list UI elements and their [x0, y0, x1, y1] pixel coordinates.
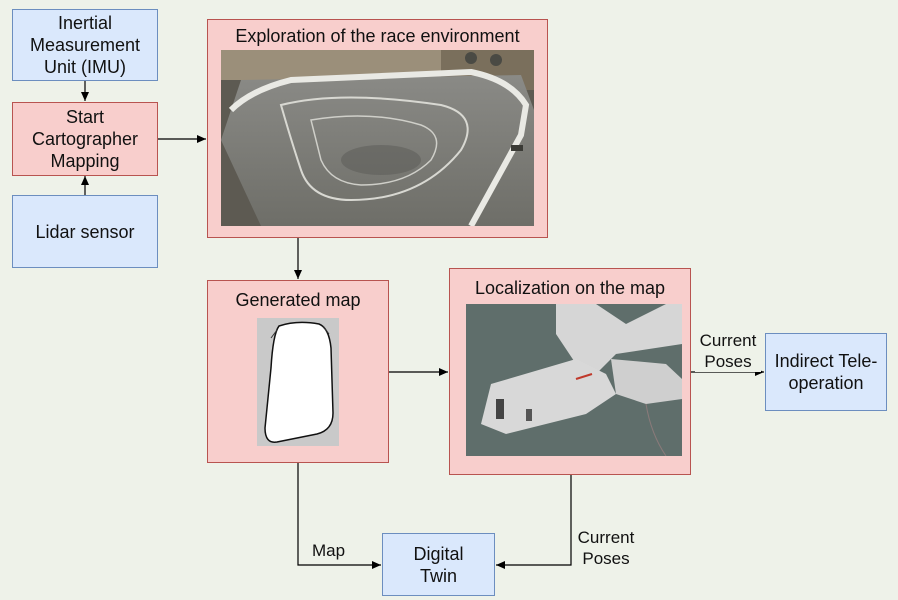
edge-localization-to-digital-twin	[496, 475, 572, 569]
generated-map-node: Generated map	[207, 280, 389, 463]
edge-generated-map-to-digital-twin	[297, 463, 381, 569]
teleop-node: Indirect Tele- operation	[765, 333, 887, 411]
teleop-label: Indirect Tele- operation	[774, 351, 878, 393]
edge-label-current-poses-right: Current Poses	[695, 330, 761, 372]
localization-title: Localization on the map	[474, 278, 666, 298]
cartographer-label: Start Cartographer Mapping	[31, 107, 139, 171]
digital-twin-node: Digital Twin	[382, 533, 495, 596]
generated-map-image	[257, 318, 339, 446]
digital-twin-label: Digital Twin	[413, 543, 464, 586]
imu-label: Inertial Measurement Unit (IMU)	[29, 13, 141, 77]
exploration-node: Exploration of the race environment	[207, 19, 548, 238]
race-track-photo	[221, 50, 534, 226]
generated-map-title: Generated map	[235, 290, 361, 310]
imu-node: Inertial Measurement Unit (IMU)	[12, 9, 158, 81]
localization-node: Localization on the map	[449, 268, 691, 475]
edge-label-map: Map	[312, 541, 346, 560]
cartographer-node: Start Cartographer Mapping	[12, 102, 158, 176]
edge-label-current-poses-down: Current Poses	[577, 528, 635, 568]
lidar-node: Lidar sensor	[12, 195, 158, 268]
lidar-label: Lidar sensor	[35, 221, 135, 242]
exploration-title: Exploration of the race environment	[235, 26, 520, 46]
localization-map-image	[466, 304, 682, 456]
